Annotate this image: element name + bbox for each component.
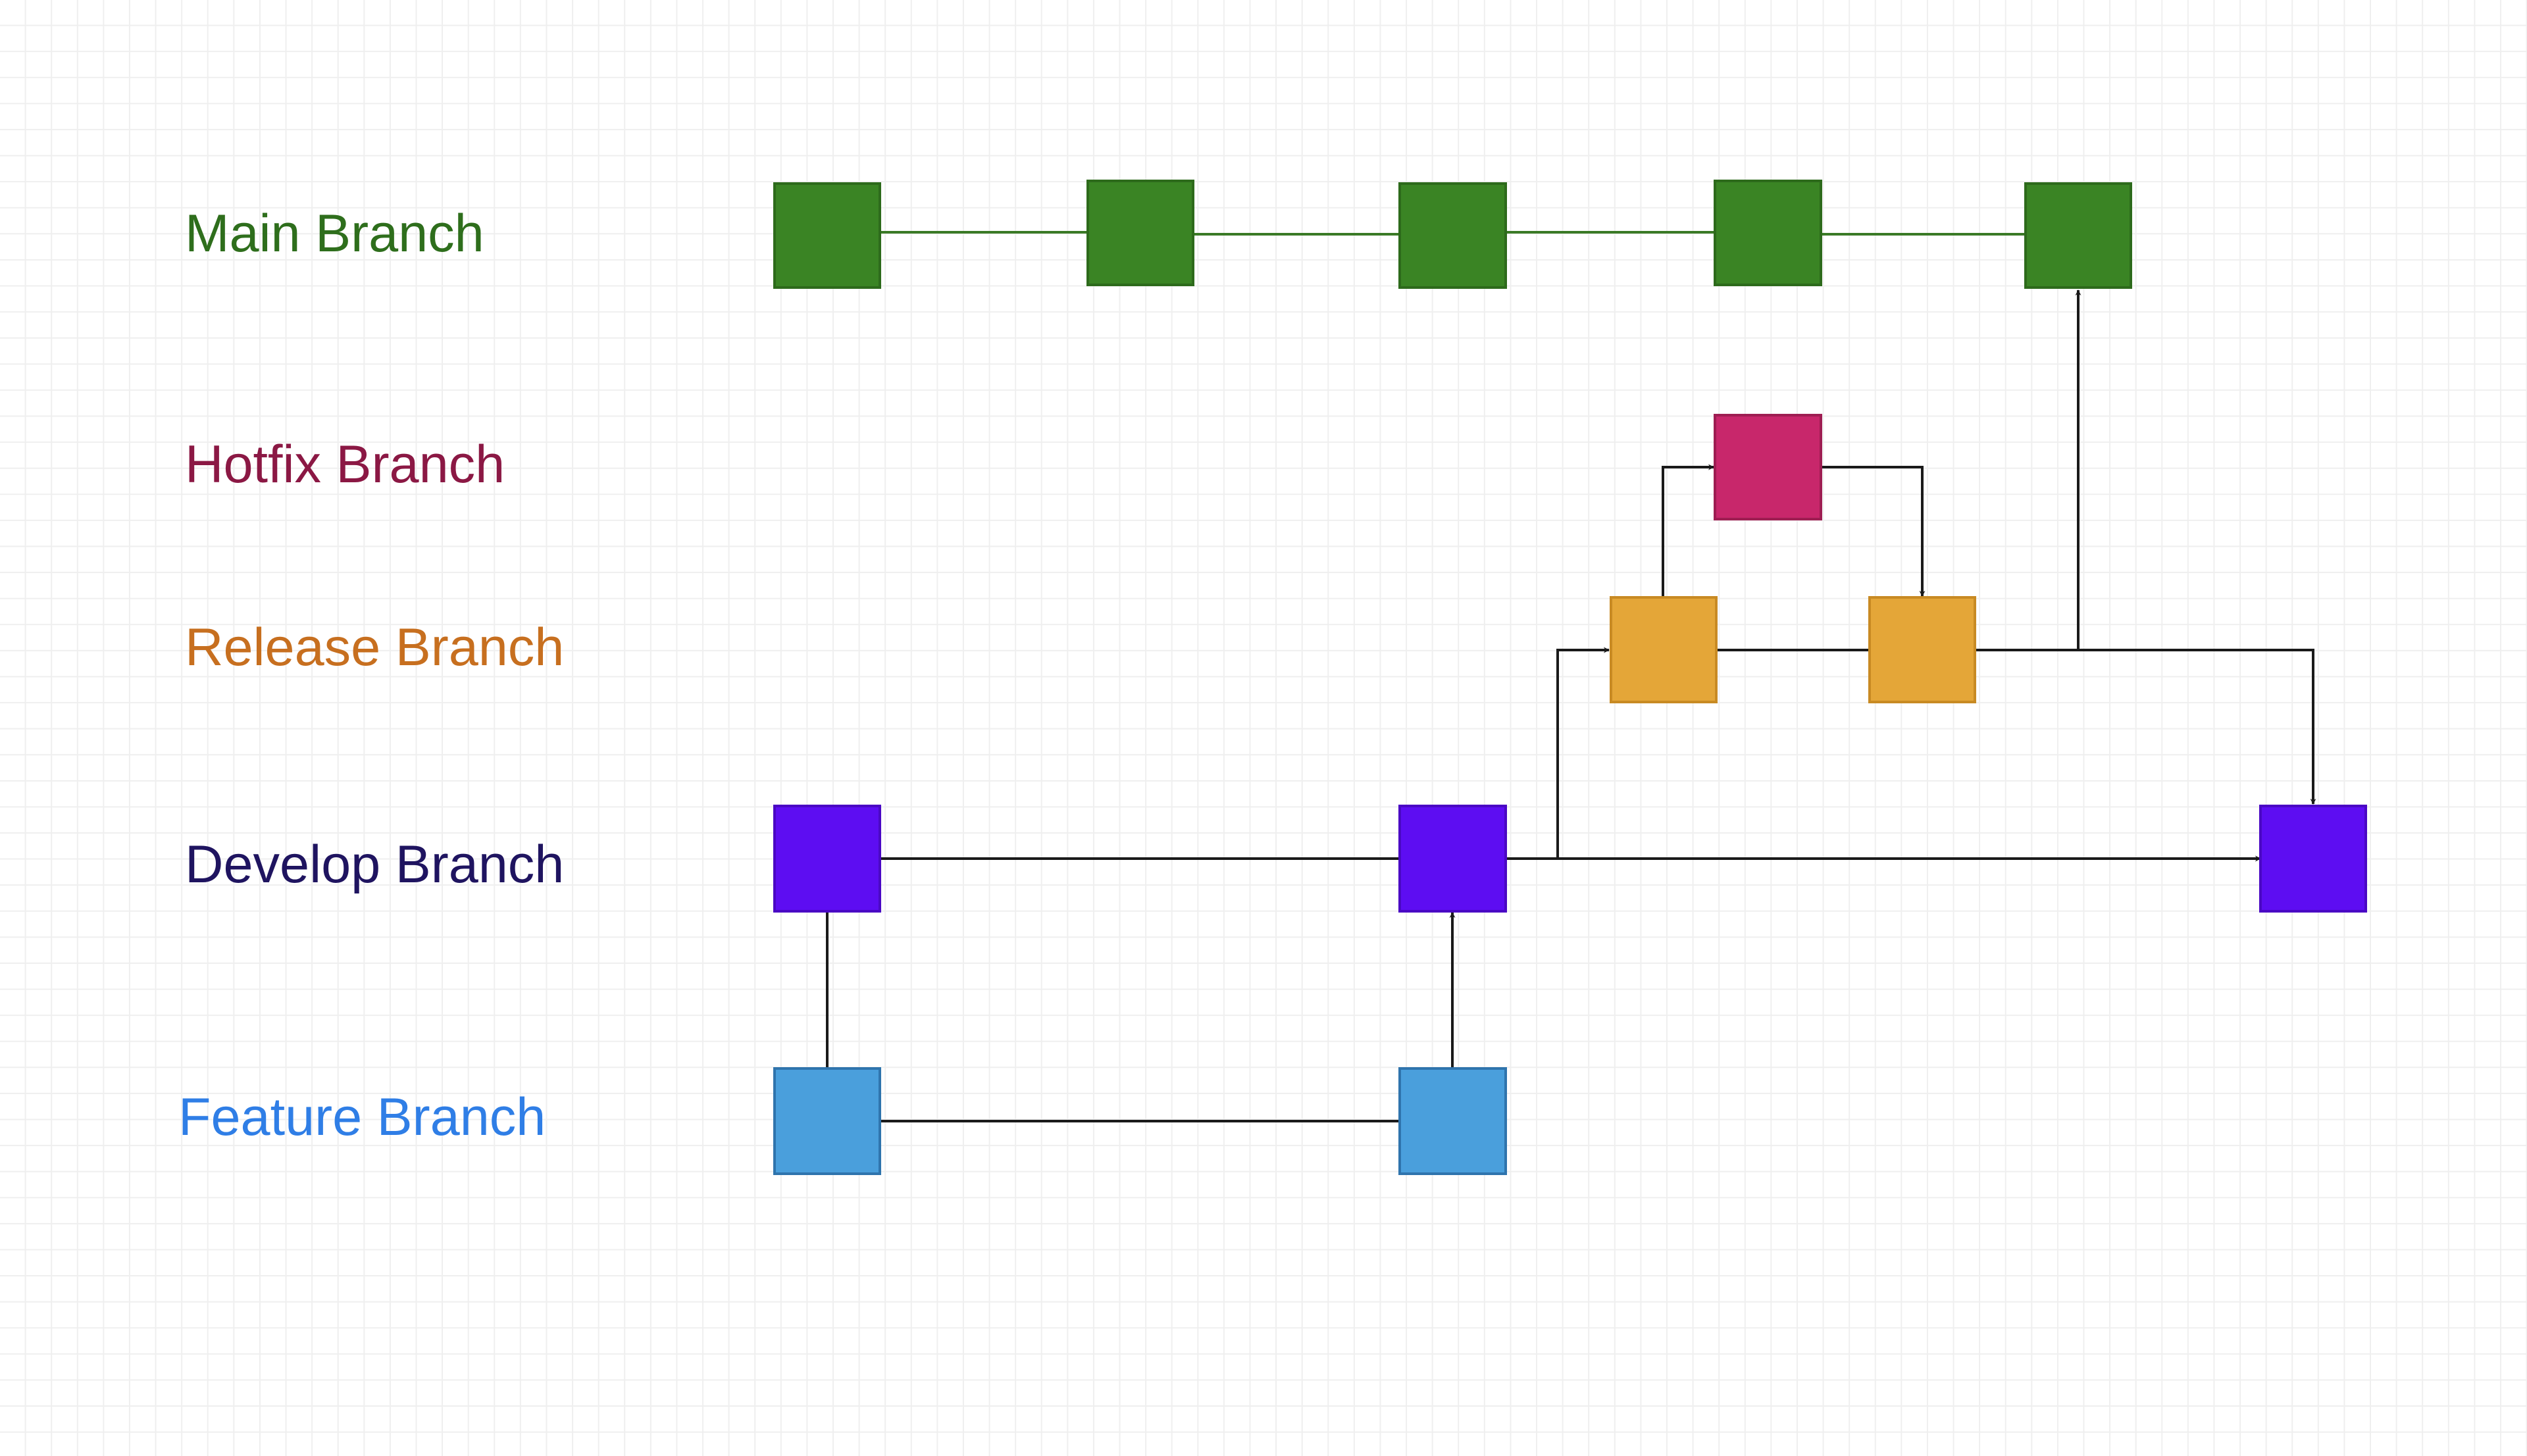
main-branch-label: Main Branch	[185, 204, 484, 263]
flow-connectors	[826, 289, 2316, 1122]
release-to-hotfix-arrow	[1662, 464, 1714, 597]
release-to-develop-arrow	[1975, 649, 2316, 805]
main-commit-node[interactable]	[1714, 180, 1822, 286]
develop-commits	[773, 805, 2367, 913]
hotfix-branch-label: Hotfix Branch	[185, 435, 505, 494]
develop-commit-node[interactable]	[773, 805, 881, 913]
main-connectors	[880, 231, 2026, 236]
main-commit-node[interactable]	[2024, 182, 2132, 289]
hotfix-commits	[1714, 414, 1822, 520]
develop-to-release-arrow	[1556, 647, 1610, 859]
release-commit-node[interactable]	[1868, 596, 1976, 703]
feature-commit-node[interactable]	[1398, 1067, 1507, 1175]
release-commit-node[interactable]	[1610, 596, 1718, 703]
feature-commit-node[interactable]	[773, 1067, 881, 1175]
develop-commit-node[interactable]	[2259, 805, 2367, 913]
release-branch-label: Release Branch	[185, 618, 565, 677]
main-commits	[773, 180, 2132, 289]
feature-branch-label: Feature Branch	[178, 1088, 546, 1147]
develop-branch-label: Develop Branch	[185, 835, 565, 894]
main-commit-node[interactable]	[773, 182, 881, 289]
main-commit-node[interactable]	[1398, 182, 1507, 289]
release-commits	[1610, 596, 1976, 703]
hotfix-commit-node[interactable]	[1714, 414, 1822, 520]
hotfix-to-release-arrow	[1821, 466, 1926, 597]
develop-commit-node[interactable]	[1398, 805, 1507, 913]
main-commit-node[interactable]	[1086, 180, 1194, 286]
feature-commits	[773, 1067, 1507, 1175]
